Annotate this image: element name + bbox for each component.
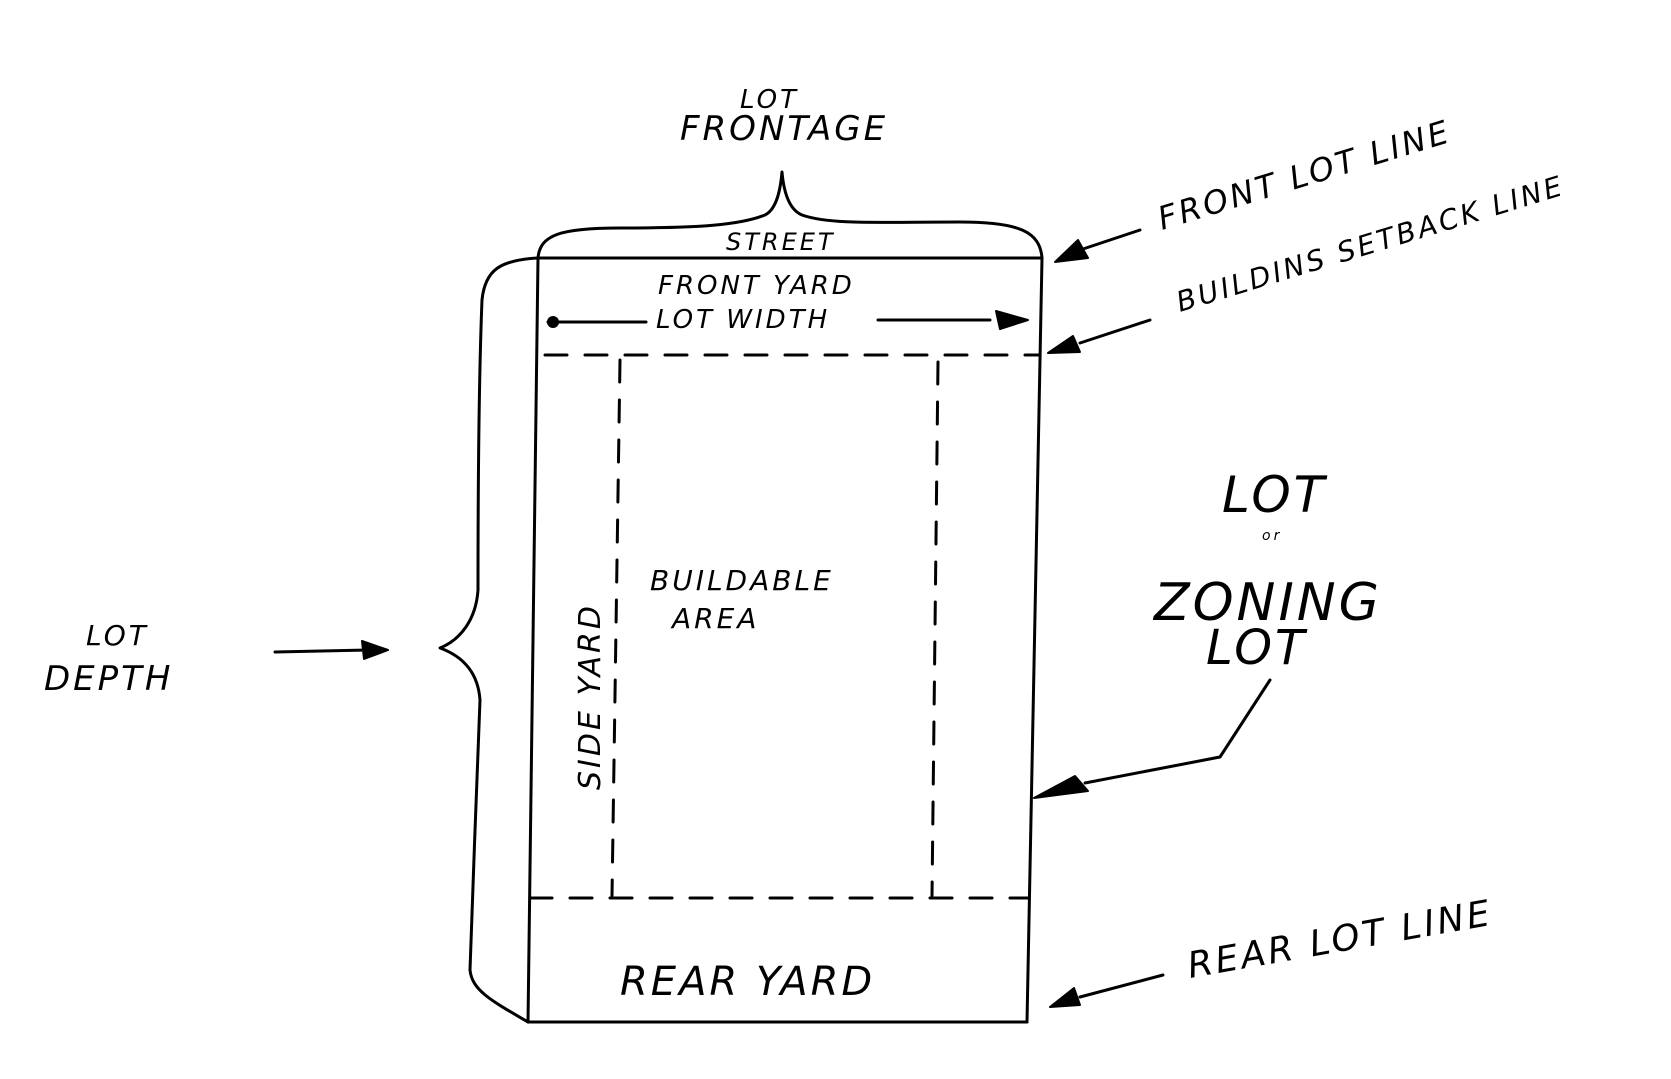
setback-arrowhead-icon [1047,335,1081,354]
zoning-lot-label-or: or [1262,528,1282,544]
lot-width-arrowhead-icon [995,310,1029,330]
lot-width-left-dot-icon [547,316,559,328]
setback-arrow-line [1078,318,1152,345]
depth-brace [438,256,540,1024]
side-setback-line-right [930,360,940,898]
rear-lot-line-arrowhead-icon [1049,987,1081,1008]
side-yard-label: SIDE YARD [573,603,608,790]
rear-yard-label: REAR YARD [620,959,875,1005]
zoning-lot-arrowhead-icon [1033,775,1089,799]
front-lot-line-arrow-line [1078,228,1142,252]
lot-depth-label-line1: LOT [86,619,149,652]
front-yard-label: FRONT YARD [658,271,855,301]
zoning-lot-label-line3: LOT [1206,620,1308,676]
lot-depth-arrowhead-icon [361,640,389,660]
buildable-area-label-line2: AREA [670,602,759,635]
lot-outline [526,256,1044,1024]
side-setback-line-left [610,358,622,898]
frontage-brace [536,170,1044,260]
lot-depth-label-line2: DEPTH [44,659,174,699]
lot-width-label: LOT WIDTH [656,305,830,335]
rear-lot-line-label: REAR LOT LINE [1184,893,1495,987]
buildable-area-label-line1: BUILDABLE [650,564,834,597]
zoning-lot-label-line2: ZONING [1152,573,1382,633]
street-label: STREET [726,228,836,256]
rear-lot-line-arrow-line [1078,973,1165,999]
lot-depth-arrow-line [273,648,370,654]
front-lot-line-arrowhead-icon [1054,239,1089,263]
lot-frontage-label-line1: LOT [740,85,799,115]
zoning-lot-arrow-line [1083,678,1272,785]
lot-width-arrows [546,310,1029,330]
zoning-lot-label-line1: LOT [1222,466,1328,524]
setback-lines [528,353,1042,900]
lot-frontage-label-line2: FRONTAGE [680,109,888,149]
lot-left-line [526,256,540,1024]
lot-right-line [1025,256,1044,1024]
